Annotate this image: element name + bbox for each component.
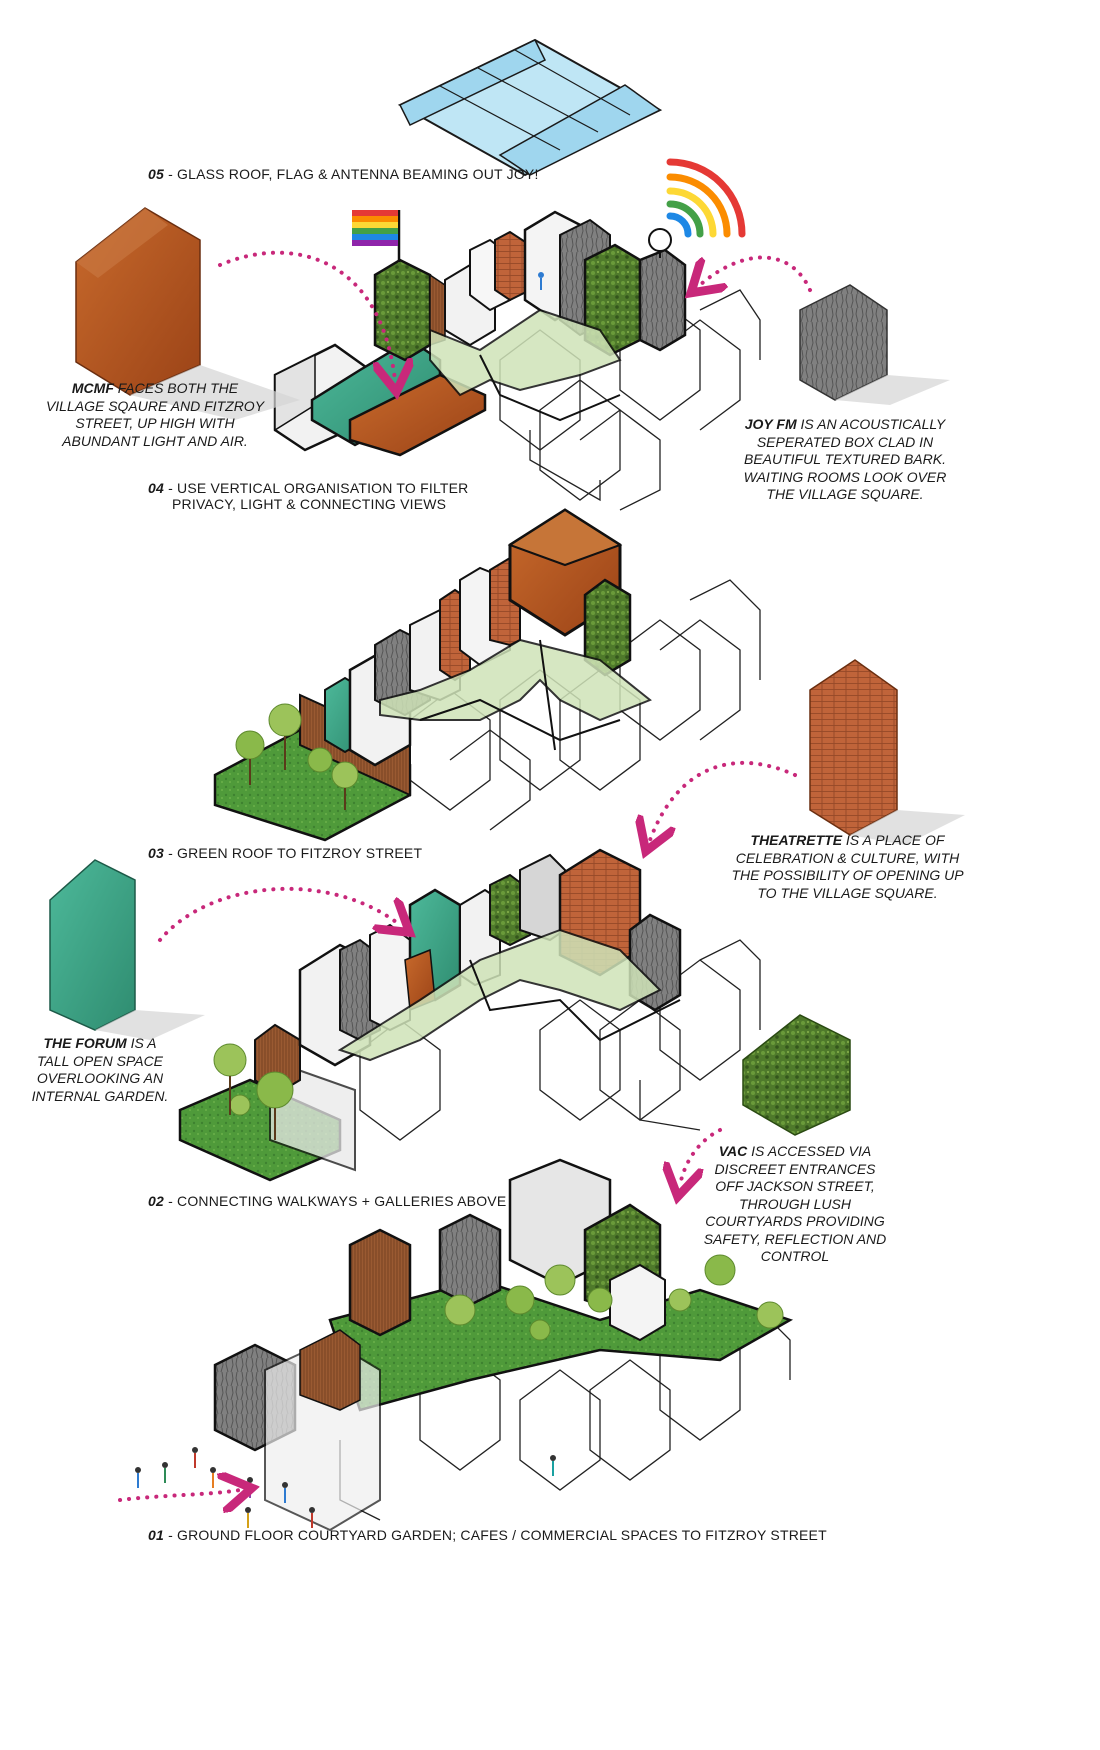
note-line: THE POSSIBILITY OF OPENING UP [731, 867, 964, 883]
note-line: CELEBRATION & CULTURE, WITH [735, 849, 960, 866]
glass-roof [397, 38, 663, 177]
level-number: 01 [148, 1527, 164, 1543]
note-line: DISCREET ENTRANCES [714, 1160, 876, 1177]
joyfm-bark-box [799, 284, 950, 405]
level-number: 04 [148, 480, 164, 496]
note-line: INTERNAL GARDEN. [31, 1087, 169, 1104]
mcmf-note: MCMF FACES BOTH THE VILLAGE SQAURE AND F… [40, 380, 270, 450]
note-line: ABUNDANT LIGHT AND AIR. [62, 432, 248, 449]
joyfm-note: JOY FM IS AN ACOUSTICALLY SEPERATED BOX … [735, 416, 955, 504]
level-01-caption: 01 - GROUND FLOOR COURTYARD GARDEN; CAFE… [148, 1527, 827, 1543]
level-text: - CONNECTING WALKWAYS + GALLERIES ABOVE [163, 1193, 507, 1209]
callout-arrows [118, 250, 812, 1500]
note-line: IS A PLACE OF [842, 832, 945, 848]
level-02-caption: 02 - CONNECTING WALKWAYS + GALLERIES ABO… [148, 1193, 506, 1209]
theatrette-brick-box [809, 659, 965, 845]
rainbow-flag-icon [352, 210, 398, 246]
level-03-caption: 03 - GREEN ROOF TO FITZROY STREET [148, 845, 422, 861]
note-line: OVERLOOKING AN [36, 1070, 164, 1086]
note-title: MCMF [71, 380, 114, 396]
level-number: 02 [148, 1193, 164, 1209]
level-04-caption-line2: PRIVACY, LIGHT & CONNECTING VIEWS [172, 496, 447, 512]
antenna-icon [648, 228, 672, 258]
level-number: 05 [148, 166, 164, 182]
tree-icon [444, 1254, 784, 1341]
vac-moss-box [742, 1014, 851, 1136]
vac-note: VAC IS ACCESSED VIA DISCREET ENTRANCES O… [700, 1143, 890, 1266]
note-title: THE FORUM [43, 1035, 127, 1051]
note-line: THE VILLAGE SQUARE. [766, 486, 924, 502]
note-title: VAC [718, 1143, 748, 1159]
note-line: VILLAGE SQAURE AND FITZROY [45, 397, 265, 414]
note-line: SEPERATED BOX CLAD IN [756, 433, 934, 450]
note-line: SAFETY, REFLECTION AND [703, 1230, 887, 1247]
level-01-model [135, 1158, 794, 1532]
forum-note: THE FORUM IS A TALL OPEN SPACE OVERLOOKI… [25, 1035, 175, 1105]
rainbow-signal-icon [666, 158, 746, 238]
level-05-caption: 05 - GLASS ROOF, FLAG & ANTENNA BEAMING … [148, 166, 539, 182]
note-line: IS ACCESSED VIA [747, 1143, 872, 1159]
note-line: IS AN ACOUSTICALLY [796, 416, 946, 432]
note-line: BEAUTIFUL TEXTURED BARK. [743, 451, 946, 467]
note-line: FACES BOTH THE [113, 380, 239, 396]
note-line: OFF JACKSON STREET, [715, 1178, 875, 1194]
note-title: JOY FM [744, 416, 797, 432]
note-line: WAITING ROOMS LOOK OVER [743, 468, 947, 485]
tree-icon [213, 1043, 294, 1140]
forum-teal-box [49, 859, 205, 1040]
level-03-model [213, 508, 761, 842]
level-number: 03 [148, 845, 164, 861]
tree-icon [235, 703, 359, 810]
level-text: - GREEN ROOF TO FITZROY STREET [163, 845, 423, 861]
level-02-model [178, 848, 761, 1182]
note-line: CONTROL [760, 1248, 830, 1264]
note-line: THROUGH LUSH [738, 1195, 851, 1212]
note-line: TALL OPEN SPACE [36, 1052, 164, 1069]
level-text: - GROUND FLOOR COURTYARD GARDEN; CAFES /… [163, 1527, 827, 1543]
theatrette-note: THEATRETTE IS A PLACE OF CELEBRATION & C… [730, 832, 965, 902]
note-line: STREET, UP HIGH WITH [75, 415, 235, 431]
note-line: IS A [126, 1035, 157, 1051]
note-line: COURTYARDS PROVIDING [705, 1213, 885, 1229]
note-line: TO THE VILLAGE SQUARE. [757, 884, 938, 901]
level-text: - USE VERTICAL ORGANISATION TO FILTER [163, 480, 469, 496]
note-title: THEATRETTE [750, 832, 843, 848]
mcmf-copper-box [75, 207, 300, 420]
level-04-model [273, 158, 761, 511]
level-text: - GLASS ROOF, FLAG & ANTENNA BEAMING OUT… [163, 166, 539, 182]
level-04-caption: 04 - USE VERTICAL ORGANISATION TO FILTER [148, 480, 469, 496]
